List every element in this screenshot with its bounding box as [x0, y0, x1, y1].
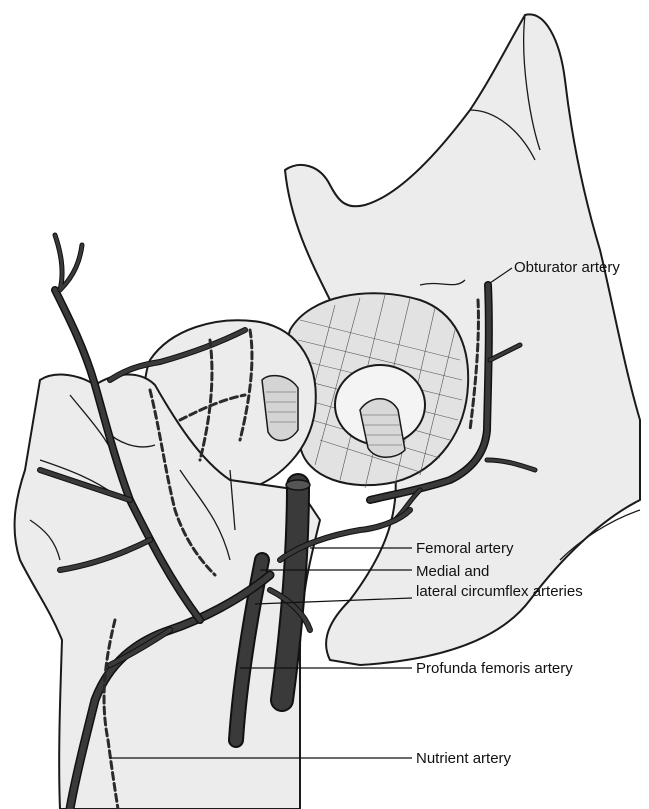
label-profunda-femoris-artery: Profunda femoris artery: [416, 660, 573, 677]
label-obturator-artery: Obturator artery: [514, 259, 620, 276]
label-circumflex-line2: lateral circumflex arteries: [416, 583, 583, 600]
label-femoral-artery: Femoral artery: [416, 540, 514, 557]
label-nutrient-artery: Nutrient artery: [416, 750, 512, 767]
label-circumflex-line1: Medial and: [416, 563, 489, 580]
